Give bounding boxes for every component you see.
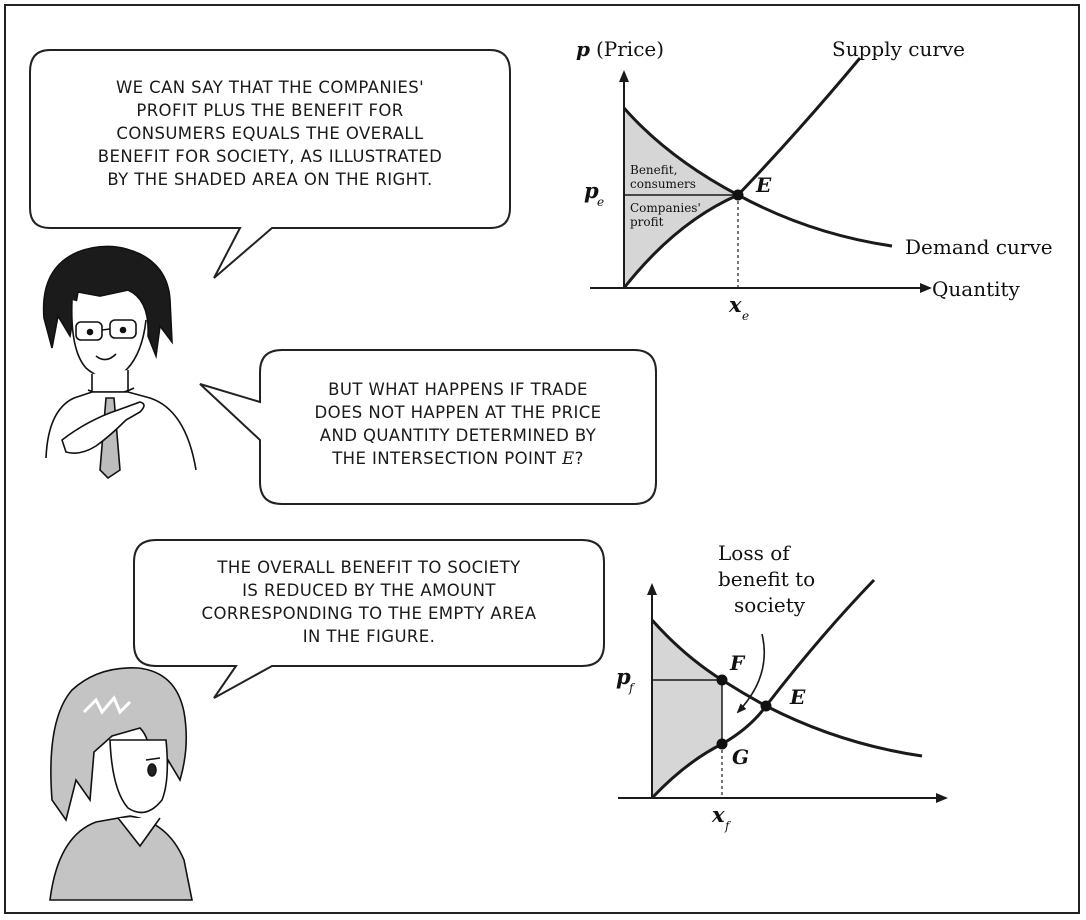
quantity-f-label: x (711, 802, 725, 827)
point-f-label: F (729, 651, 746, 675)
loss-of-benefit-label: Loss of (718, 541, 791, 565)
loss-of-benefit-label: society (734, 593, 806, 617)
price-f-subscript: f (628, 681, 636, 695)
shaded-reduced-surplus-area (652, 620, 722, 798)
quantity-f-subscript: f (724, 819, 732, 833)
point-g (717, 739, 728, 750)
loss-of-benefit-label: benefit to (718, 567, 815, 591)
point-e (761, 701, 772, 712)
point-f (717, 675, 728, 686)
point-g-label: G (732, 745, 749, 769)
point-e-label: E (789, 685, 806, 709)
